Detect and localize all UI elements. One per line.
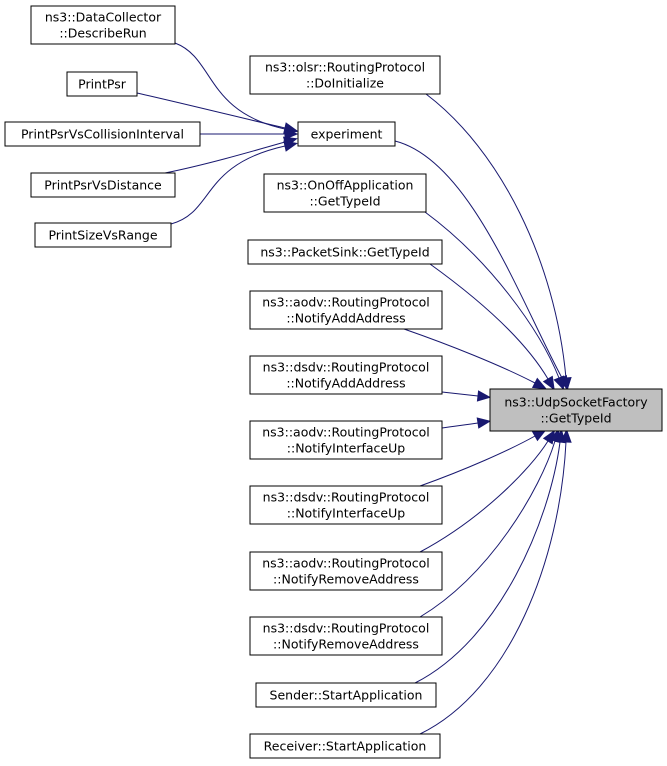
- node-aodv_ifup[interactable]: ns3::aodv::RoutingProtocol::NotifyInterf…: [249, 420, 443, 460]
- node-datacollector[interactable]: ns3::DataCollector::DescribeRun: [30, 5, 176, 45]
- arrowhead-printsizevsrange-to-experiment: [283, 140, 298, 152]
- node-label-experiment-0: experiment: [311, 127, 383, 142]
- node-box-packetsink_gettypeid: [247, 239, 443, 265]
- node-label-onoff_gettypeid-0: ns3::OnOffApplication: [277, 178, 414, 193]
- edge-aodv_addaddr-to-target: [403, 328, 536, 384]
- edge-olsr_doinit-to-target: [425, 93, 567, 379]
- node-dsdv_ifup[interactable]: ns3::dsdv::RoutingProtocol::NotifyInterf…: [249, 485, 443, 525]
- node-box-sender_start: [255, 682, 437, 708]
- node-dsdv_rmaddr[interactable]: ns3::dsdv::RoutingProtocol::NotifyRemove…: [249, 616, 443, 656]
- node-receiver_start[interactable]: Receiver::StartApplication: [249, 733, 441, 759]
- node-target: ns3::UdpSocketFactory::GetTypeId: [489, 388, 663, 432]
- node-label-target-1: ::GetTypeId: [540, 411, 611, 426]
- node-label-datacollector-1: ::DescribeRun: [59, 26, 146, 41]
- node-box-dsdv_rmaddr: [249, 616, 443, 656]
- edge-sender_start-to-target: [414, 441, 561, 684]
- node-printpsrvscollision[interactable]: PrintPsrVsCollisionInterval: [4, 121, 201, 147]
- node-box-printpsrvsdistance: [30, 172, 176, 198]
- node-box-aodv_ifup: [249, 420, 443, 460]
- arrowhead-printpsrvscollision-to-experiment: [284, 128, 299, 140]
- call-edges: [136, 42, 572, 735]
- node-experiment[interactable]: experiment: [297, 121, 396, 147]
- node-label-printpsrvscollision-0: PrintPsrVsCollisionInterval: [21, 127, 184, 142]
- node-dsdv_addaddr[interactable]: ns3::dsdv::RoutingProtocol::NotifyAddAdd…: [249, 355, 443, 395]
- node-box-printpsrvscollision: [4, 121, 201, 147]
- node-box-dsdv_ifup: [249, 485, 443, 525]
- node-box-dsdv_addaddr: [249, 355, 443, 395]
- node-box-experiment: [297, 121, 396, 147]
- node-label-packetsink_gettypeid-0: ns3::PacketSink::GetTypeId: [260, 245, 429, 260]
- arrowhead-dsdv_addaddr-to-target: [476, 390, 492, 402]
- node-aodv_addaddr[interactable]: ns3::aodv::RoutingProtocol::NotifyAddAdd…: [249, 290, 443, 330]
- arrowhead-receiver_start-to-target: [560, 428, 572, 443]
- node-label-dsdv_addaddr-0: ns3::dsdv::RoutingProtocol: [263, 360, 430, 375]
- node-printsizevsrange[interactable]: PrintSizeVsRange: [34, 222, 172, 248]
- node-label-printpsrvsdistance-0: PrintPsrVsDistance: [44, 178, 162, 193]
- edge-aodv_ifup-to-target: [441, 422, 479, 429]
- node-label-dsdv_addaddr-1: ::NotifyAddAddress: [286, 376, 405, 391]
- node-printpsr[interactable]: PrintPsr: [66, 71, 138, 97]
- node-olsr_doinit[interactable]: ns3::olsr::RoutingProtocol::DoInitialize: [249, 55, 441, 95]
- node-label-printpsr-0: PrintPsr: [78, 77, 127, 92]
- node-box-onoff_gettypeid: [263, 173, 427, 213]
- arrowhead-aodv_ifup-to-target: [476, 417, 492, 429]
- node-label-dsdv_ifup-1: ::NotifyInterfaceUp: [287, 506, 405, 521]
- node-label-aodv_addaddr-1: ::NotifyAddAddress: [286, 311, 405, 326]
- node-printpsrvsdistance[interactable]: PrintPsrVsDistance: [30, 172, 176, 198]
- edge-printsizevsrange-to-experiment: [170, 145, 286, 225]
- node-label-onoff_gettypeid-1: ::GetTypeId: [309, 194, 380, 209]
- node-box-aodv_rmaddr: [249, 551, 443, 591]
- node-label-printsizevsrange-0: PrintSizeVsRange: [48, 228, 157, 243]
- node-label-dsdv_rmaddr-1: ::NotifyRemoveAddress: [273, 637, 419, 652]
- node-box-printpsr: [66, 71, 138, 97]
- node-box-datacollector: [30, 5, 176, 45]
- arrowhead-onoff_gettypeid-to-target: [553, 375, 565, 391]
- edge-dsdv_rmaddr-to-target: [419, 440, 556, 618]
- node-label-olsr_doinit-0: ns3::olsr::RoutingProtocol: [265, 60, 425, 75]
- node-onoff_gettypeid[interactable]: ns3::OnOffApplication::GetTypeId: [263, 173, 427, 213]
- node-box-receiver_start: [249, 733, 441, 759]
- node-label-dsdv_ifup-0: ns3::dsdv::RoutingProtocol: [263, 490, 430, 505]
- edge-aodv_rmaddr-to-target: [419, 440, 549, 553]
- node-label-aodv_rmaddr-0: ns3::aodv::RoutingProtocol: [262, 556, 430, 571]
- node-box-aodv_addaddr: [249, 290, 443, 330]
- edge-dsdv_addaddr-to-target: [441, 391, 479, 397]
- node-label-sender_start-0: Sender::StartApplication: [270, 688, 423, 703]
- arrowhead-aodv_addaddr-to-target: [531, 377, 547, 390]
- node-packetsink_gettypeid[interactable]: ns3::PacketSink::GetTypeId: [247, 239, 443, 265]
- node-label-target-0: ns3::UdpSocketFactory: [504, 395, 648, 410]
- node-box-olsr_doinit: [249, 55, 441, 95]
- edge-printpsrvsdistance-to-experiment: [164, 141, 286, 174]
- node-box-target: [489, 388, 663, 432]
- arrowhead-dsdv_ifup-to-target: [531, 429, 547, 442]
- node-label-aodv_rmaddr-1: ::NotifyRemoveAddress: [273, 572, 419, 587]
- node-sender_start[interactable]: Sender::StartApplication: [255, 682, 437, 708]
- node-label-aodv_addaddr-0: ns3::aodv::RoutingProtocol: [262, 295, 430, 310]
- edge-datacollector-to-experiment: [174, 42, 286, 130]
- edge-receiver_start-to-target: [419, 441, 567, 735]
- edge-dsdv_ifup-to-target: [419, 435, 536, 487]
- node-label-aodv_ifup-0: ns3::aodv::RoutingProtocol: [262, 425, 430, 440]
- edge-printpsr-to-experiment: [136, 92, 286, 129]
- node-label-datacollector-0: ns3::DataCollector: [45, 10, 162, 25]
- edge-packetsink_gettypeid-to-target: [429, 263, 549, 380]
- node-label-receiver_start-0: Receiver::StartApplication: [264, 739, 427, 754]
- edge-onoff_gettypeid-to-target: [424, 211, 560, 379]
- arrowhead-packetsink_gettypeid-to-target: [542, 375, 555, 391]
- node-aodv_rmaddr[interactable]: ns3::aodv::RoutingProtocol::NotifyRemove…: [249, 551, 443, 591]
- node-label-aodv_ifup-1: ::NotifyInterfaceUp: [287, 441, 405, 456]
- edge-experiment-to-target: [394, 140, 563, 379]
- node-label-dsdv_rmaddr-0: ns3::dsdv::RoutingProtocol: [263, 621, 430, 636]
- node-label-olsr_doinit-1: ::DoInitialize: [306, 76, 384, 91]
- call-nodes: ns3::UdpSocketFactory::GetTypeId experime…: [4, 5, 663, 759]
- node-box-printsizevsrange: [34, 222, 172, 248]
